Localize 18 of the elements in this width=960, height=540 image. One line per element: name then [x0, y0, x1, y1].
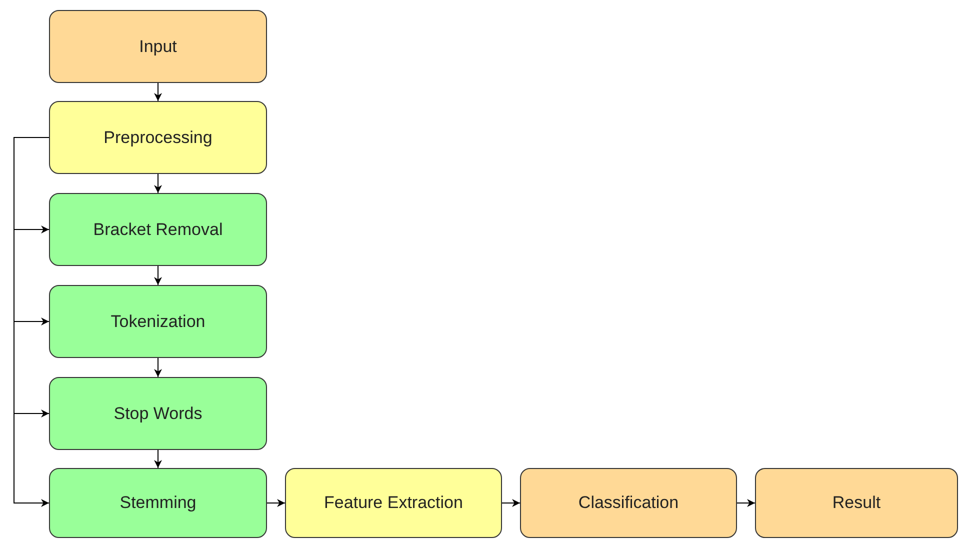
process-box: Feature Extraction — [285, 468, 502, 538]
arrow — [266, 499, 286, 507]
arrow — [154, 450, 162, 468]
arrow — [736, 499, 756, 507]
arrow — [154, 174, 162, 194]
process-box: Classification — [520, 468, 737, 538]
process-box: Stop Words — [49, 377, 267, 450]
process-box: Preprocessing — [49, 101, 267, 174]
arrow — [14, 137, 50, 507]
process-box: Input — [49, 10, 267, 83]
process-box: Tokenization — [49, 285, 267, 358]
process-box: Result — [755, 468, 958, 538]
process-box: Stemming — [49, 468, 267, 538]
arrow — [154, 266, 162, 286]
process-box: Bracket Removal — [49, 193, 267, 266]
arrow — [154, 82, 162, 102]
arrow — [502, 499, 520, 507]
arrow — [154, 358, 162, 378]
